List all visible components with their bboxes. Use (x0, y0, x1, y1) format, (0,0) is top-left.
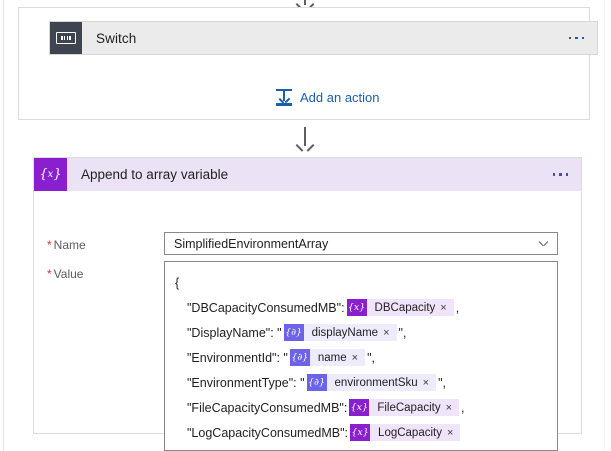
token-chip-DBCapacity[interactable]: {x} DBCapacity × (346, 299, 454, 316)
name-label-text: Name (53, 238, 86, 252)
json-line-log-capacity-consumed-mb: "LogCapacityConsumedMB": {x} LogCapacity × (175, 420, 557, 445)
expression-token-icon: {∂} (289, 349, 310, 366)
token-chip-FileCapacity[interactable]: {x} FileCapacity × (349, 399, 460, 416)
switch-overflow-menu-button[interactable] (568, 36, 584, 40)
token-remove-icon[interactable]: × (440, 301, 447, 314)
token-chip-environmentSku[interactable]: {∂} environmentSku × (306, 374, 437, 391)
append-card-header[interactable]: {x} Append to array variable (34, 158, 581, 191)
variable-token-icon: {x} (350, 424, 371, 441)
token-label: FileCapacity (377, 401, 441, 414)
json-text: "FileCapacityConsumedMB": (187, 400, 348, 415)
token-chip-displayName[interactable]: {∂} displayName × (283, 324, 397, 341)
canvas-left-rail (3, 0, 4, 451)
scope-container: Switch Add an action (18, 7, 598, 120)
expression-braces-icon: {x} (34, 158, 67, 191)
token-label: displayName (311, 326, 379, 339)
token-remove-icon[interactable]: × (351, 351, 359, 364)
token-chip-LogCapacity[interactable]: {x} LogCapacity × (350, 424, 461, 441)
name-select-input[interactable]: SimplifiedEnvironmentArray (164, 232, 558, 255)
expression-token-icon: {∂} (306, 374, 327, 391)
append-card-body: *Name SimplifiedEnvironmentArray *Value … (34, 191, 581, 451)
json-line-file-capacity-consumed-mb: "FileCapacityConsumedMB": {x} FileCapacit… (175, 395, 557, 420)
json-line-open-brace: { (175, 270, 557, 295)
json-text: ", (367, 350, 375, 365)
json-text: ", (398, 325, 407, 340)
json-text: "LogCapacityConsumedMB": (187, 425, 349, 440)
json-text: ", (438, 375, 446, 390)
token-remove-icon[interactable]: × (446, 426, 454, 439)
value-field-label: *Value (47, 267, 83, 281)
token-label: LogCapacity (378, 426, 442, 439)
json-text: , (461, 400, 465, 415)
variable-token-icon: {x} (349, 399, 370, 416)
connector-arrow-into-append (296, 127, 314, 153)
token-remove-icon[interactable]: × (422, 376, 430, 389)
switch-card-title: Switch (96, 30, 137, 46)
append-to-array-variable-card[interactable]: {x} Append to array variable *Name Simpl… (33, 157, 582, 451)
token-label: DBCapacity (374, 301, 436, 314)
token-chip-name[interactable]: {∂} name × (289, 349, 366, 366)
token-remove-icon[interactable]: × (383, 326, 390, 339)
add-an-action-button[interactable]: Add an action (276, 89, 380, 106)
value-label-text: Value (53, 267, 84, 281)
canvas-right-rail (604, 0, 605, 451)
token-remove-icon[interactable]: × (445, 401, 453, 414)
token-label: environmentSku (334, 376, 418, 389)
add-an-action-label: Add an action (300, 90, 380, 105)
name-required-marker: * (47, 238, 52, 252)
json-line-db-capacity-consumed-mb: "DBCapacityConsumedMB": {x} DBCapacity ×, (175, 295, 557, 320)
token-label: name (317, 351, 347, 364)
json-line-environment-type: "EnvironmentType": "{∂} environmentSku × ", (175, 370, 557, 395)
value-editor[interactable]: { "DBCapacityConsumedMB": {x} DBCapacity ×,… (164, 261, 558, 451)
variable-token-icon: {x} (346, 299, 367, 316)
add-action-icon (276, 89, 292, 106)
json-text: "DisplayName": " (187, 325, 282, 340)
switch-icon (50, 22, 82, 54)
json-line-close-brace: } (175, 445, 557, 450)
name-selected-value: SimplifiedEnvironmentArray (174, 236, 329, 251)
connector-arrow-into-switch (296, 0, 314, 12)
json-text: , (455, 300, 460, 315)
expression-token-icon: {∂} (283, 324, 304, 341)
name-field-label: *Name (47, 238, 86, 252)
json-text: { (175, 275, 180, 290)
value-required-marker: * (47, 267, 52, 281)
json-text: "DBCapacityConsumedMB": (187, 300, 345, 315)
chevron-down-icon[interactable] (539, 239, 548, 248)
append-overflow-menu-button[interactable] (552, 173, 568, 176)
switch-action-card[interactable]: Switch (49, 21, 598, 55)
append-card-title: Append to array variable (81, 167, 229, 182)
json-line-display-name: "DisplayName": "{∂} displayName × ", (175, 320, 557, 345)
json-line-environment-id: "EnvironmentId": "{∂} name × ", (175, 345, 557, 370)
json-text: "EnvironmentId": " (187, 350, 288, 365)
json-text: "EnvironmentType": " (187, 375, 305, 390)
